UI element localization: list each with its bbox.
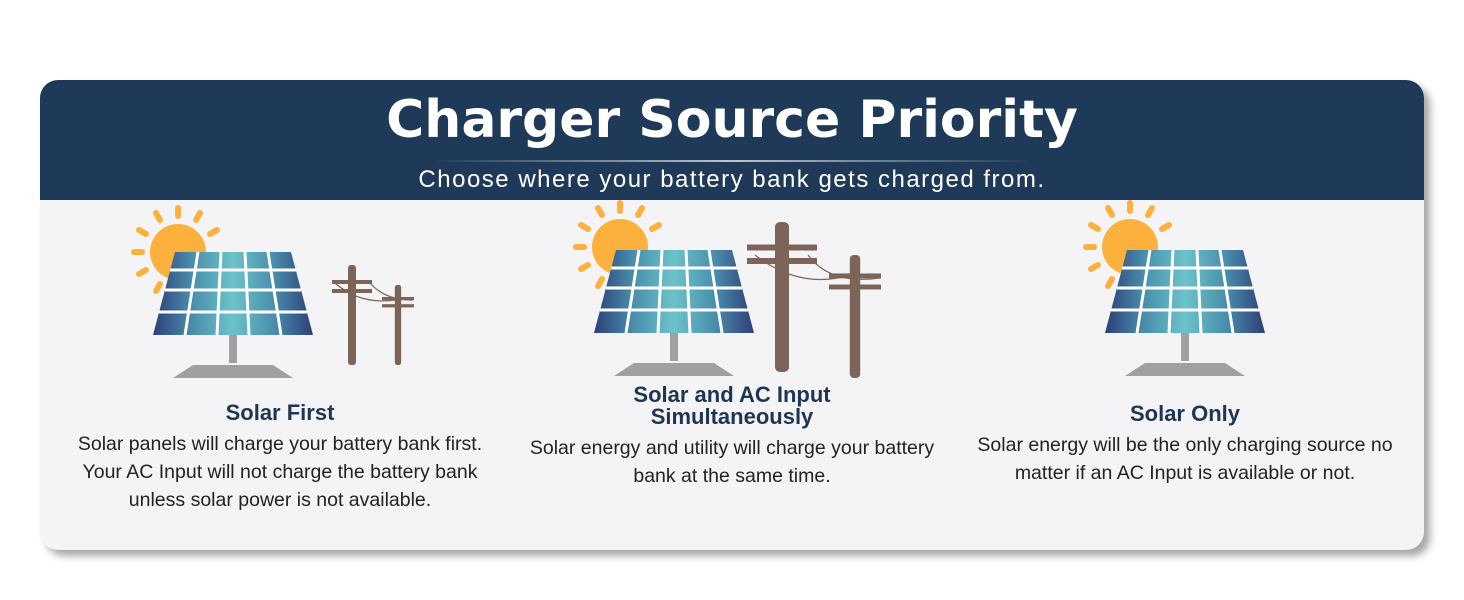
utility-pole-icon — [747, 222, 817, 372]
option-title: Solar First — [225, 400, 335, 425]
option-description: Solar energy will be the only charging s… — [977, 434, 1393, 484]
solar-panel-icon — [151, 250, 315, 380]
page-subtitle: Choose where your battery bank gets char… — [418, 166, 1046, 193]
page-title: Charger Source Priority — [386, 90, 1078, 150]
solar-panel-icon — [1103, 248, 1267, 378]
solar-panel-icon — [592, 248, 756, 378]
option-title: Solar and AC Input Simultaneously — [633, 382, 831, 429]
header-banner: Charger Source Priority Choose where you… — [40, 80, 1424, 200]
option-title: Solar Only — [1129, 401, 1241, 426]
utility-pole-icon — [829, 255, 881, 378]
utility-pole-icon — [332, 265, 372, 365]
title-divider — [430, 160, 1034, 162]
option-description: Solar energy and utility will charge you… — [529, 437, 935, 487]
option-solar-only: Solar Only Solar energy will be the only… — [965, 403, 1405, 487]
utility-pole-icon — [382, 285, 414, 365]
option-description: Solar panels will charge your battery ba… — [77, 433, 483, 511]
option-solar-and-ac: Solar and AC Input Simultaneously Solar … — [512, 384, 952, 490]
option-solar-first: Solar First Solar panels will charge you… — [60, 402, 500, 514]
